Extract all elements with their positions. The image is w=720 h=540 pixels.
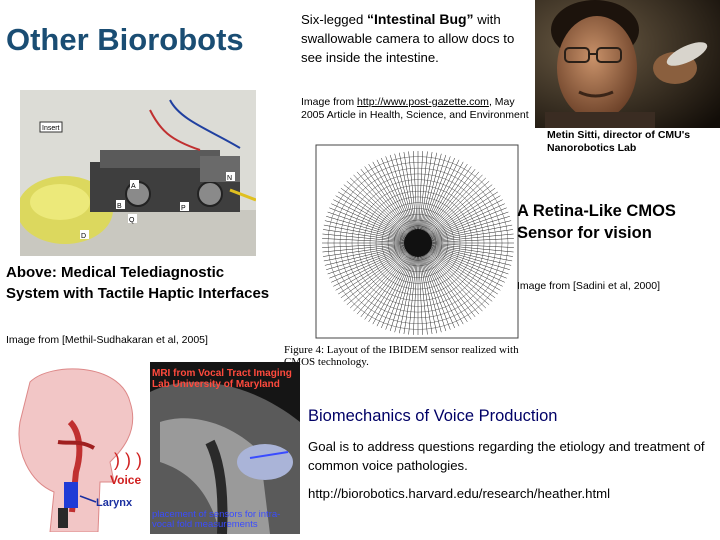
photo-label-n: N — [227, 175, 232, 182]
retina-title: A Retina-Like CMOS Sensor for vision — [517, 202, 676, 242]
photo-label-b: B — [117, 203, 122, 210]
slide-title: Other Biorobots — [6, 22, 244, 57]
retina-layout-image — [315, 144, 519, 339]
retina-sensor-figure — [312, 141, 522, 342]
retina-figure-caption: Figure 4: Layout of the IBIDEM sensor re… — [284, 344, 519, 368]
bug-prefix: Six-legged — [301, 12, 367, 27]
medical-telediagnostic-photo: Insert A B N P Q D — [20, 90, 256, 256]
voice-label: Voice — [110, 473, 141, 487]
insert-label: Insert — [42, 125, 60, 132]
intestinal-bug-description: Six-legged “Intestinal Bug” with swallow… — [301, 10, 526, 67]
mri-source-label: MRI from Vocal Tract Imaging Lab Univers… — [152, 368, 292, 390]
photo-label-d: D — [81, 233, 86, 240]
sound-waves-icon: ) ) ) — [114, 450, 142, 470]
photo-label-q: Q — [129, 217, 135, 224]
mri-image — [150, 362, 300, 534]
bug-name: “Intestinal Bug” — [366, 11, 474, 27]
bug-credit-prefix: Image from — [301, 96, 358, 108]
larynx-label: Larynx — [96, 497, 133, 509]
sitti-caption: Metin Sitti, director of CMU's Nanorobot… — [547, 129, 691, 154]
vocal-tract-head-diagram: ) ) ) Voice Larynx — [10, 362, 150, 532]
head-illustration: ) ) ) Voice Larynx — [18, 368, 142, 532]
telediagnostic-image: Insert A B N P Q D — [20, 90, 256, 256]
post-gazette-link[interactable]: http://www.post-gazette.com — [357, 96, 489, 108]
heather-url: http://biorobotics.harvard.edu/research/… — [308, 486, 611, 501]
voice-goal-text: Goal is to address questions regarding t… — [308, 439, 705, 473]
photo-label-a: A — [131, 183, 136, 190]
mri-scan — [150, 362, 300, 534]
photo-label-p: P — [181, 205, 186, 212]
mri-sensor-label: placement of sensors for intra-vocal fol… — [152, 509, 281, 530]
metin-sitti-photo — [535, 0, 720, 128]
portrait-image — [535, 0, 720, 128]
medical-caption: Above: Medical Telediagnostic System wit… — [6, 264, 270, 302]
voice-section-title: Biomechanics of Voice Production — [308, 407, 558, 425]
retina-credit: Image from [Sadini et al, 2000] — [517, 280, 660, 292]
bug-description-text: with swallowable camera to allow docs to… — [301, 12, 515, 65]
bug-credit-suffix: , May 2005 Article in Health, Science, a… — [301, 96, 529, 121]
medical-credit: Image from [Methil-Sudhakaran et al, 200… — [6, 334, 208, 346]
bug-image-credit: Image from http://www.post-gazette.com, … — [301, 96, 531, 122]
